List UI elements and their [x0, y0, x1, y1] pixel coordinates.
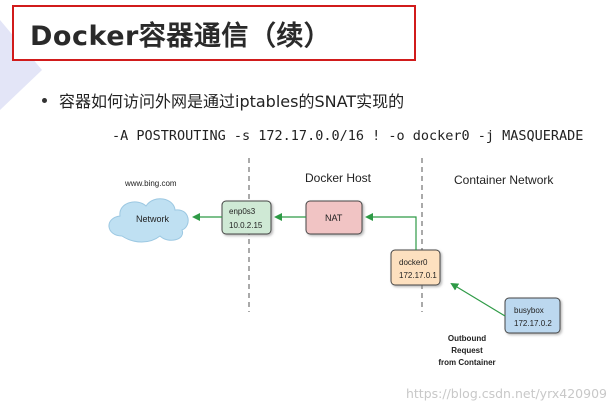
bullet-text: 容器如何访问外网是通过iptables的SNAT实现的 [59, 92, 405, 111]
bullet-dot-icon [42, 97, 47, 103]
outbound-caption-line-1: Outbound [448, 334, 486, 343]
docker0-name: docker0 [399, 258, 428, 267]
outbound-caption-line-2: Request [451, 346, 483, 355]
iptables-command: -A POSTROUTING -s 172.17.0.0/16 ! -o doc… [112, 128, 584, 144]
bullet-point: 容器如何访问外网是通过iptables的SNAT实现的 [42, 88, 404, 112]
network-cloud-icon [108, 198, 189, 243]
outbound-caption-line-3: from Container [438, 358, 495, 367]
enp0s3-name: enp0s3 [229, 207, 256, 216]
enp0s3-ip: 10.0.2.15 [229, 221, 263, 230]
arrow-busybox-to-docker0 [450, 282, 506, 317]
container-network-label: Container Network [454, 173, 554, 187]
cloud-label: Network [136, 214, 170, 224]
docker-host-label: Docker Host [305, 171, 372, 185]
docker0-ip: 172.17.0.1 [399, 271, 437, 280]
title-box: Docker容器通信（续） [12, 5, 416, 61]
busybox-name: busybox [514, 306, 544, 315]
arrow-docker0-to-nat [365, 213, 417, 250]
nat-label: NAT [325, 213, 343, 223]
busybox-ip: 172.17.0.2 [514, 319, 552, 328]
slide-title: Docker容器通信（续） [30, 20, 332, 52]
watermark: https://blog.csdn.net/yrx420909 [405, 386, 607, 401]
cloud-host-label: www.bing.com [124, 179, 177, 188]
